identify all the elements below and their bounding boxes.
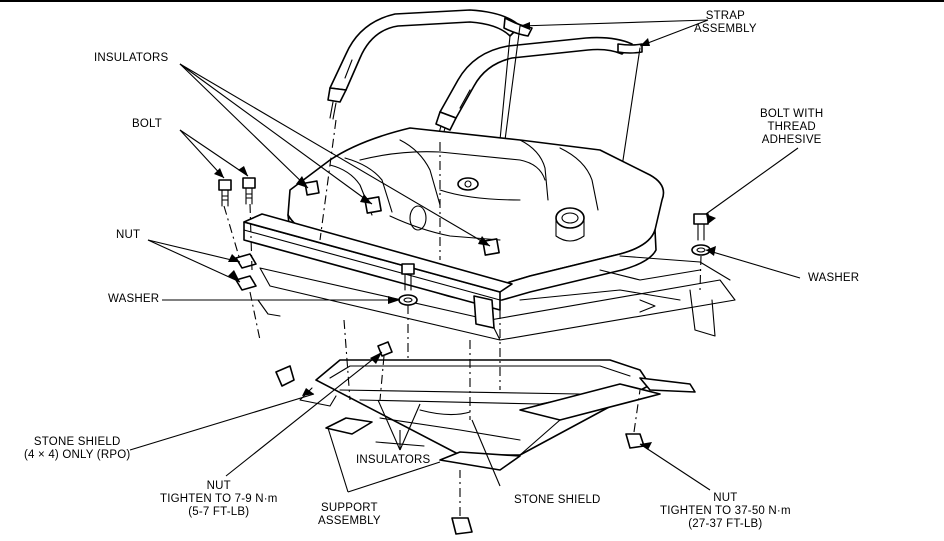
washer-left-label: WASHER	[108, 293, 160, 305]
nut-tighten-large-label: NUT TIGHTEN TO 37-50 N·m (27-37 FT-LB)	[660, 492, 791, 531]
strap-assembly-label: STRAP ASSEMBLY	[694, 10, 757, 36]
leader-lines	[129, 19, 801, 493]
bolt-with-thread-adhesive-line3: ADHESIVE	[761, 134, 822, 146]
nut-tighten-large-line1: NUT	[713, 492, 738, 504]
stone-shield-4x4-label: STONE SHIELD (4 × 4) ONLY (RPO)	[24, 436, 130, 462]
insulators-top-label: INSULATORS	[94, 52, 169, 64]
clip-left	[275, 365, 295, 387]
bolt-with-thread-adhesive-line2: THREAD	[767, 121, 816, 133]
nut-large-bottom	[451, 470, 473, 535]
bolt-label: BOLT	[132, 118, 162, 130]
support-assembly	[315, 359, 696, 471]
washer-right-label: WASHER	[808, 272, 860, 284]
strap-assembly-label-line1: STRAP	[705, 10, 746, 22]
stone-shield-label: STONE SHIELD	[514, 494, 601, 506]
arrowheads	[214, 22, 716, 450]
nut-tighten-small-line1: NUT	[206, 480, 231, 492]
bolt-with-thread-adhesive-line1: BOLT WITH	[760, 108, 824, 120]
nut-tighten-large-line3: (27-37 FT-LB)	[688, 518, 763, 530]
alignment-lines	[223, 119, 501, 420]
nut-tighten-small-line3: (5-7 FT-LB)	[188, 506, 250, 518]
strap-assembly-label-line2: ASSEMBLY	[694, 23, 757, 35]
nut-tighten-small-label: NUT TIGHTEN TO 7-9 N·m (5-7 FT-LB)	[160, 480, 278, 519]
bolt-with-washer-right	[691, 213, 711, 291]
insulators-bottom-label: INSULATORS	[356, 454, 431, 466]
nuts-left	[235, 253, 257, 291]
support-assembly-line2: ASSEMBLY	[318, 515, 381, 527]
stone-shield-4x4-line1: STONE SHIELD	[33, 436, 121, 448]
support-assembly-label: SUPPORT ASSEMBLY	[318, 502, 381, 528]
stone-shield-4x4-line2: (4 × 4) ONLY (RPO)	[24, 449, 131, 461]
nut-tighten-small-line2: TIGHTEN TO 7-9 N·m	[160, 493, 278, 505]
support-assembly-line1: SUPPORT	[320, 502, 378, 514]
strap-assembly	[327, 9, 643, 181]
bolt-with-thread-adhesive-label: BOLT WITH THREAD ADHESIVE	[760, 108, 823, 147]
fuel-tank	[287, 127, 665, 302]
bolts-left	[218, 177, 256, 207]
nut-tighten-large-line2: TIGHTEN TO 37-50 N·m	[660, 505, 791, 517]
nut-left-label: NUT	[116, 229, 141, 241]
